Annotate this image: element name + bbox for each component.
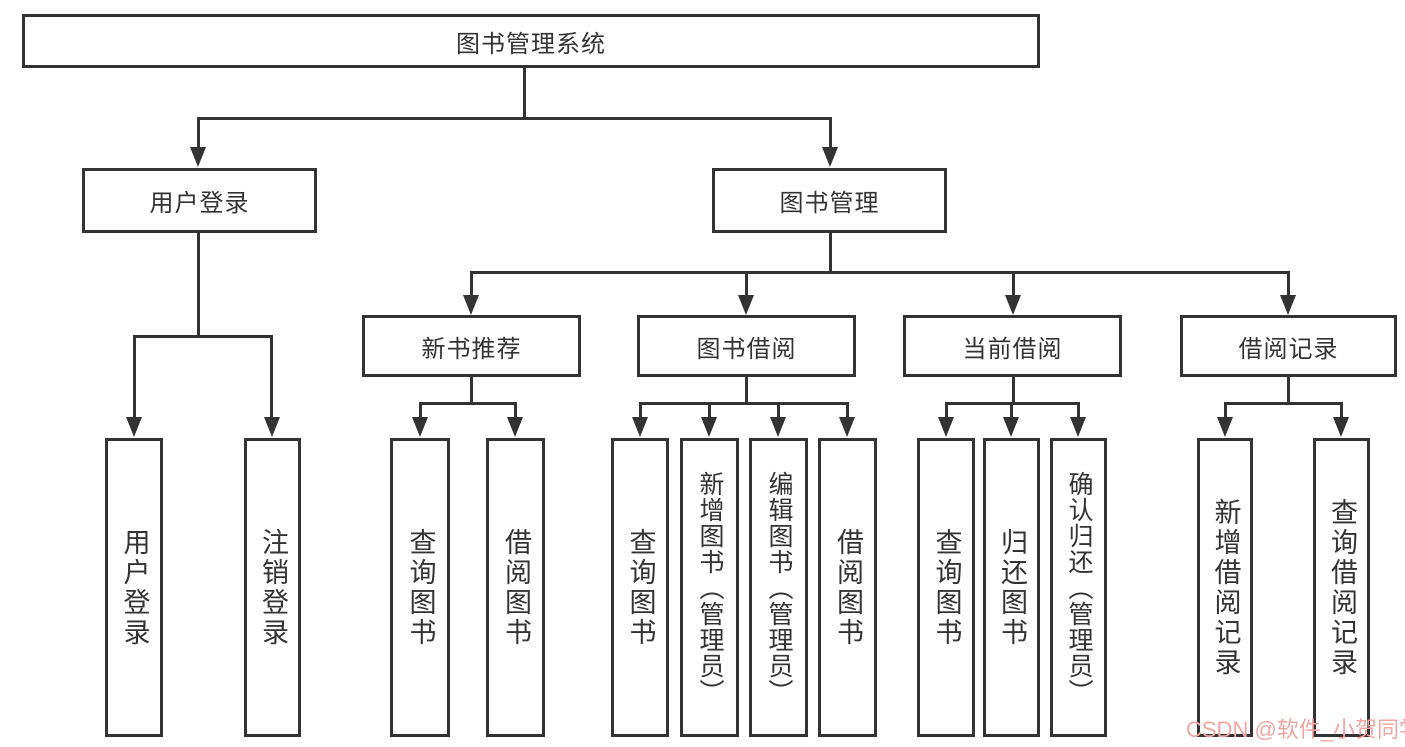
node-leaf-borrow-books-2: 借阅图书: [818, 438, 877, 737]
node-root: 图书管理系统: [22, 14, 1040, 68]
node-leaf-query-books-2: 查询图书: [611, 438, 669, 737]
node-borrow-records: 借阅记录: [1180, 315, 1397, 377]
connector-line: [945, 402, 948, 419]
connector-line: [197, 117, 200, 150]
connector-line: [197, 233, 200, 337]
node-user-login: 用户登录: [82, 168, 317, 233]
connector-line: [514, 402, 517, 419]
connector-line: [829, 117, 832, 150]
arrowhead-icon: [412, 417, 428, 437]
connector-line: [470, 271, 473, 297]
node-leaf-query-books-1: 查询图书: [390, 438, 450, 737]
connector-line: [523, 68, 526, 119]
arrowhead-icon: [1070, 417, 1086, 437]
node-leaf-query-borrow-record: 查询借阅记录: [1313, 438, 1370, 737]
connector-line: [1224, 402, 1227, 419]
arrowhead-icon: [1003, 417, 1019, 437]
node-leaf-user-login: 用户登录: [105, 438, 163, 737]
node-leaf-add-borrow-record: 新增借阅记录: [1197, 438, 1253, 737]
node-leaf-borrow-books-1: 借阅图书: [486, 438, 545, 737]
connector-line: [197, 117, 832, 120]
node-book-management: 图书管理: [712, 168, 947, 233]
arrowhead-icon: [938, 417, 954, 437]
connector-line: [1287, 271, 1290, 297]
connector-line: [1012, 377, 1015, 404]
connector-line: [639, 402, 642, 419]
arrowhead-icon: [701, 417, 717, 437]
node-new-book-recommend: 新书推荐: [362, 315, 581, 377]
node-leaf-add-books-admin: 新增图书（管理员）: [680, 438, 739, 737]
node-current-borrowing: 当前借阅: [903, 315, 1122, 377]
connector-line: [1012, 271, 1015, 297]
arrowhead-icon: [822, 147, 838, 167]
connector-line: [270, 335, 273, 419]
connector-line: [1010, 402, 1013, 419]
connector-line: [133, 335, 136, 419]
connector-line: [639, 402, 849, 405]
arrowhead-icon: [190, 147, 206, 167]
arrowhead-icon: [1280, 295, 1296, 315]
arrowhead-icon: [632, 417, 648, 437]
connector-line: [1287, 377, 1290, 404]
arrowhead-icon: [839, 417, 855, 437]
connector-line: [745, 271, 748, 297]
connector-line: [133, 335, 273, 338]
connector-line: [470, 377, 473, 404]
node-leaf-logout: 注销登录: [244, 438, 301, 737]
connector-line: [1077, 402, 1080, 419]
arrowhead-icon: [770, 417, 786, 437]
connector-line: [708, 402, 711, 419]
arrowhead-icon: [1333, 417, 1349, 437]
connector-line: [419, 402, 422, 419]
arrowhead-icon: [1217, 417, 1233, 437]
connector-line: [846, 402, 849, 419]
arrowhead-icon: [507, 417, 523, 437]
arrowhead-icon: [738, 295, 754, 315]
arrowhead-icon: [126, 417, 142, 437]
arrowhead-icon: [463, 295, 479, 315]
connector-line: [745, 377, 748, 404]
connector-line: [419, 402, 517, 405]
node-leaf-confirm-return-admin: 确认归还（管理员）: [1050, 438, 1107, 737]
connector-line: [829, 233, 832, 274]
arrowhead-icon: [1005, 295, 1021, 315]
arrowhead-icon: [264, 417, 280, 437]
connector-line: [1340, 402, 1343, 419]
node-leaf-return-books: 归还图书: [983, 438, 1040, 737]
node-book-borrowing: 图书借阅: [637, 315, 856, 377]
node-leaf-edit-books-admin: 编辑图书（管理员）: [749, 438, 808, 737]
connector-line: [1224, 402, 1343, 405]
node-leaf-query-books-3: 查询图书: [917, 438, 975, 737]
connector-line: [470, 271, 1290, 274]
connector-line: [777, 402, 780, 419]
